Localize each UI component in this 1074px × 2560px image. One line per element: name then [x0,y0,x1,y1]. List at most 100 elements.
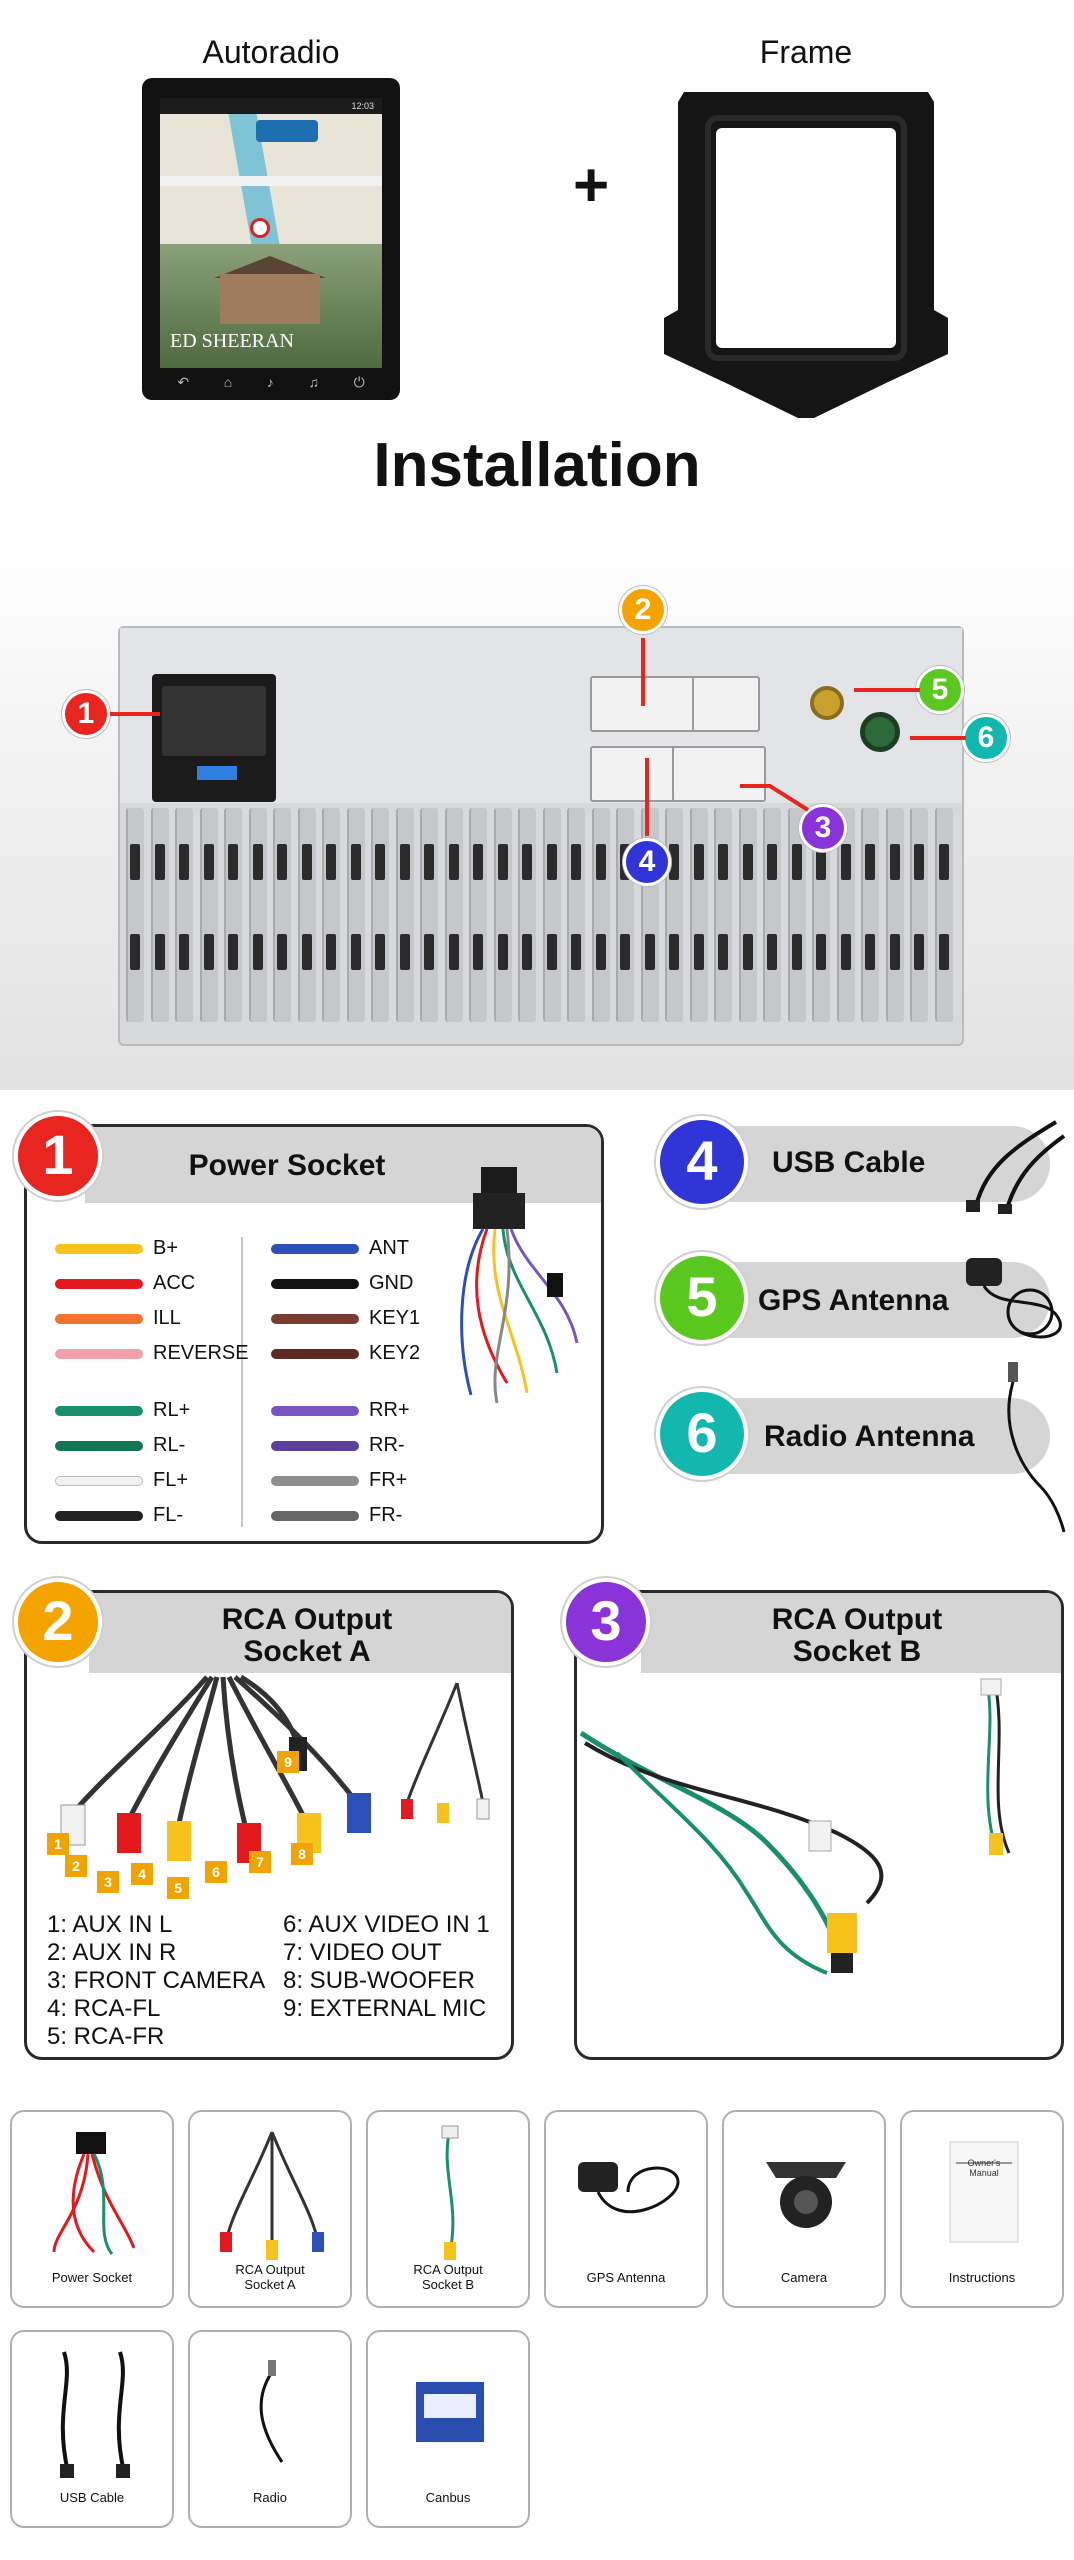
power-icon: ⏻ [353,373,365,390]
vent-slot [865,844,875,880]
vent-slot [375,844,385,880]
wire-label: FL+ [153,1469,189,1491]
wire-color-swatch [271,1313,359,1324]
usb-cable-image [966,1120,1066,1214]
accessory-label: RCA Output Socket B [413,2262,483,2292]
vent-slot [546,934,557,970]
vent-slot [252,844,263,880]
vent-slot [620,934,630,970]
vent-slot [522,934,532,970]
wire-color-swatch [271,1405,359,1416]
gps-antenna-title: GPS Antenna [758,1284,949,1317]
autoradio-image: 12:03 ED SHEERAN ↶ ⌂ ♪ ♫ ⏻ [142,78,400,400]
power-harness-icon [52,2132,136,2255]
fuse [197,766,237,780]
vent-slot [522,844,532,880]
vent-slot [473,934,483,970]
back-icon: ↶ [177,373,190,390]
vent-slot [399,844,410,880]
wire-color-swatch [271,1475,359,1486]
wire-color-swatch [55,1475,143,1486]
vent-slot [644,934,655,970]
vent-slot [326,934,336,970]
accessory-tile: Camera [722,2110,886,2308]
camera-icon [766,2162,846,2228]
rca-number-tag: 7 [249,1851,271,1873]
wire-legend-row: RR- [271,1434,405,1457]
screen-clock: 12:03 [160,98,382,114]
vent-slot [375,934,385,970]
volume-icon: ♪ [266,374,274,390]
rca-legend-item: 3: FRONT CAMERA [47,1967,266,1994]
frame-image [664,92,948,418]
wire-label: FR- [369,1504,403,1526]
wire-label: FL- [153,1504,183,1526]
wire-label: B+ [153,1237,179,1259]
rca-number-tag: 4 [131,1863,153,1885]
wire-label: KEY1 [369,1307,421,1329]
wire-color-swatch [55,1440,143,1451]
wire-label: RR- [369,1434,405,1456]
vent-slot [154,844,165,880]
vent-slot [448,934,459,970]
callout-4: 4 [623,838,671,886]
vent-slot [742,844,753,880]
rca-legend-item: 4: RCA-FL [47,1995,161,2022]
vent-slot [301,934,312,970]
wire-color-swatch [271,1440,359,1451]
vent-slot [424,934,434,970]
radio-antenna-badge: 6 [656,1388,748,1480]
wire-label: RL+ [153,1399,191,1421]
accessory-tile: RCA Output Socket A [188,2110,352,2308]
song-title: ED SHEERAN [170,330,294,352]
radio-nav-bar: ↶ ⌂ ♪ ♫ ⏻ [160,370,382,394]
vent-slot [571,844,581,880]
wire-legend-row: FL+ [55,1469,188,1492]
rca-number-tag: 5 [167,1877,189,1899]
rca-legend-item: 9: EXTERNAL MIC [283,1995,487,2022]
vent-slot [889,934,900,970]
vent-slot [154,934,165,970]
wire-legend-row: GND [271,1272,413,1295]
rca-socket-a-title-1: RCA Output [221,1603,393,1636]
rca-legend-item: 6: AUX VIDEO IN 1 [283,1911,490,1938]
wire-color-swatch [271,1243,359,1254]
vent-slot [448,844,459,880]
accessory-tile: RCA Output Socket B [366,2110,530,2308]
wire-color-swatch [271,1510,359,1521]
rca-number-tag: 1 [47,1833,69,1855]
wire-legend-row: FR- [271,1504,402,1527]
vent-slot [816,844,826,880]
vent-slot [497,934,508,970]
rca-socket-a-title-2: Socket A [243,1635,371,1668]
rca-socket-a2-port [692,676,760,732]
vent-slot [326,844,336,880]
radio-screen: 12:03 ED SHEERAN [160,98,382,368]
gps-antenna-icon [578,2162,680,2214]
power-socket-title: Power Socket [188,1149,386,1182]
accessory-label: GPS Antenna [586,2270,666,2285]
wire-legend-row: ACC [55,1272,195,1295]
rca-socket-b-card: RCA Output Socket B [574,1590,1064,2060]
wire-color-swatch [271,1348,359,1359]
accessory-label: Power Socket [51,2270,133,2285]
wire-color-swatch [55,1405,143,1416]
plus-sign: + [573,151,610,220]
rca-number-tag: 9 [277,1751,299,1773]
vent-slot [767,844,777,880]
vent-slot [595,844,606,880]
vent-slot [203,844,214,880]
vent-slot [497,844,508,880]
rca-legend-item: 2: AUX IN R [47,1939,177,1966]
vent-slot [350,934,361,970]
manual-cover-title: Owner's Manual [967,2158,1001,2178]
callout-2: 2 [619,586,667,634]
rca-number-tag: 3 [97,1871,119,1893]
wire-label: RR+ [369,1399,410,1421]
wire-label: ACC [153,1272,196,1294]
rca-socket-b-title-2: Socket B [792,1635,922,1668]
callout-leader-lines [110,638,966,836]
